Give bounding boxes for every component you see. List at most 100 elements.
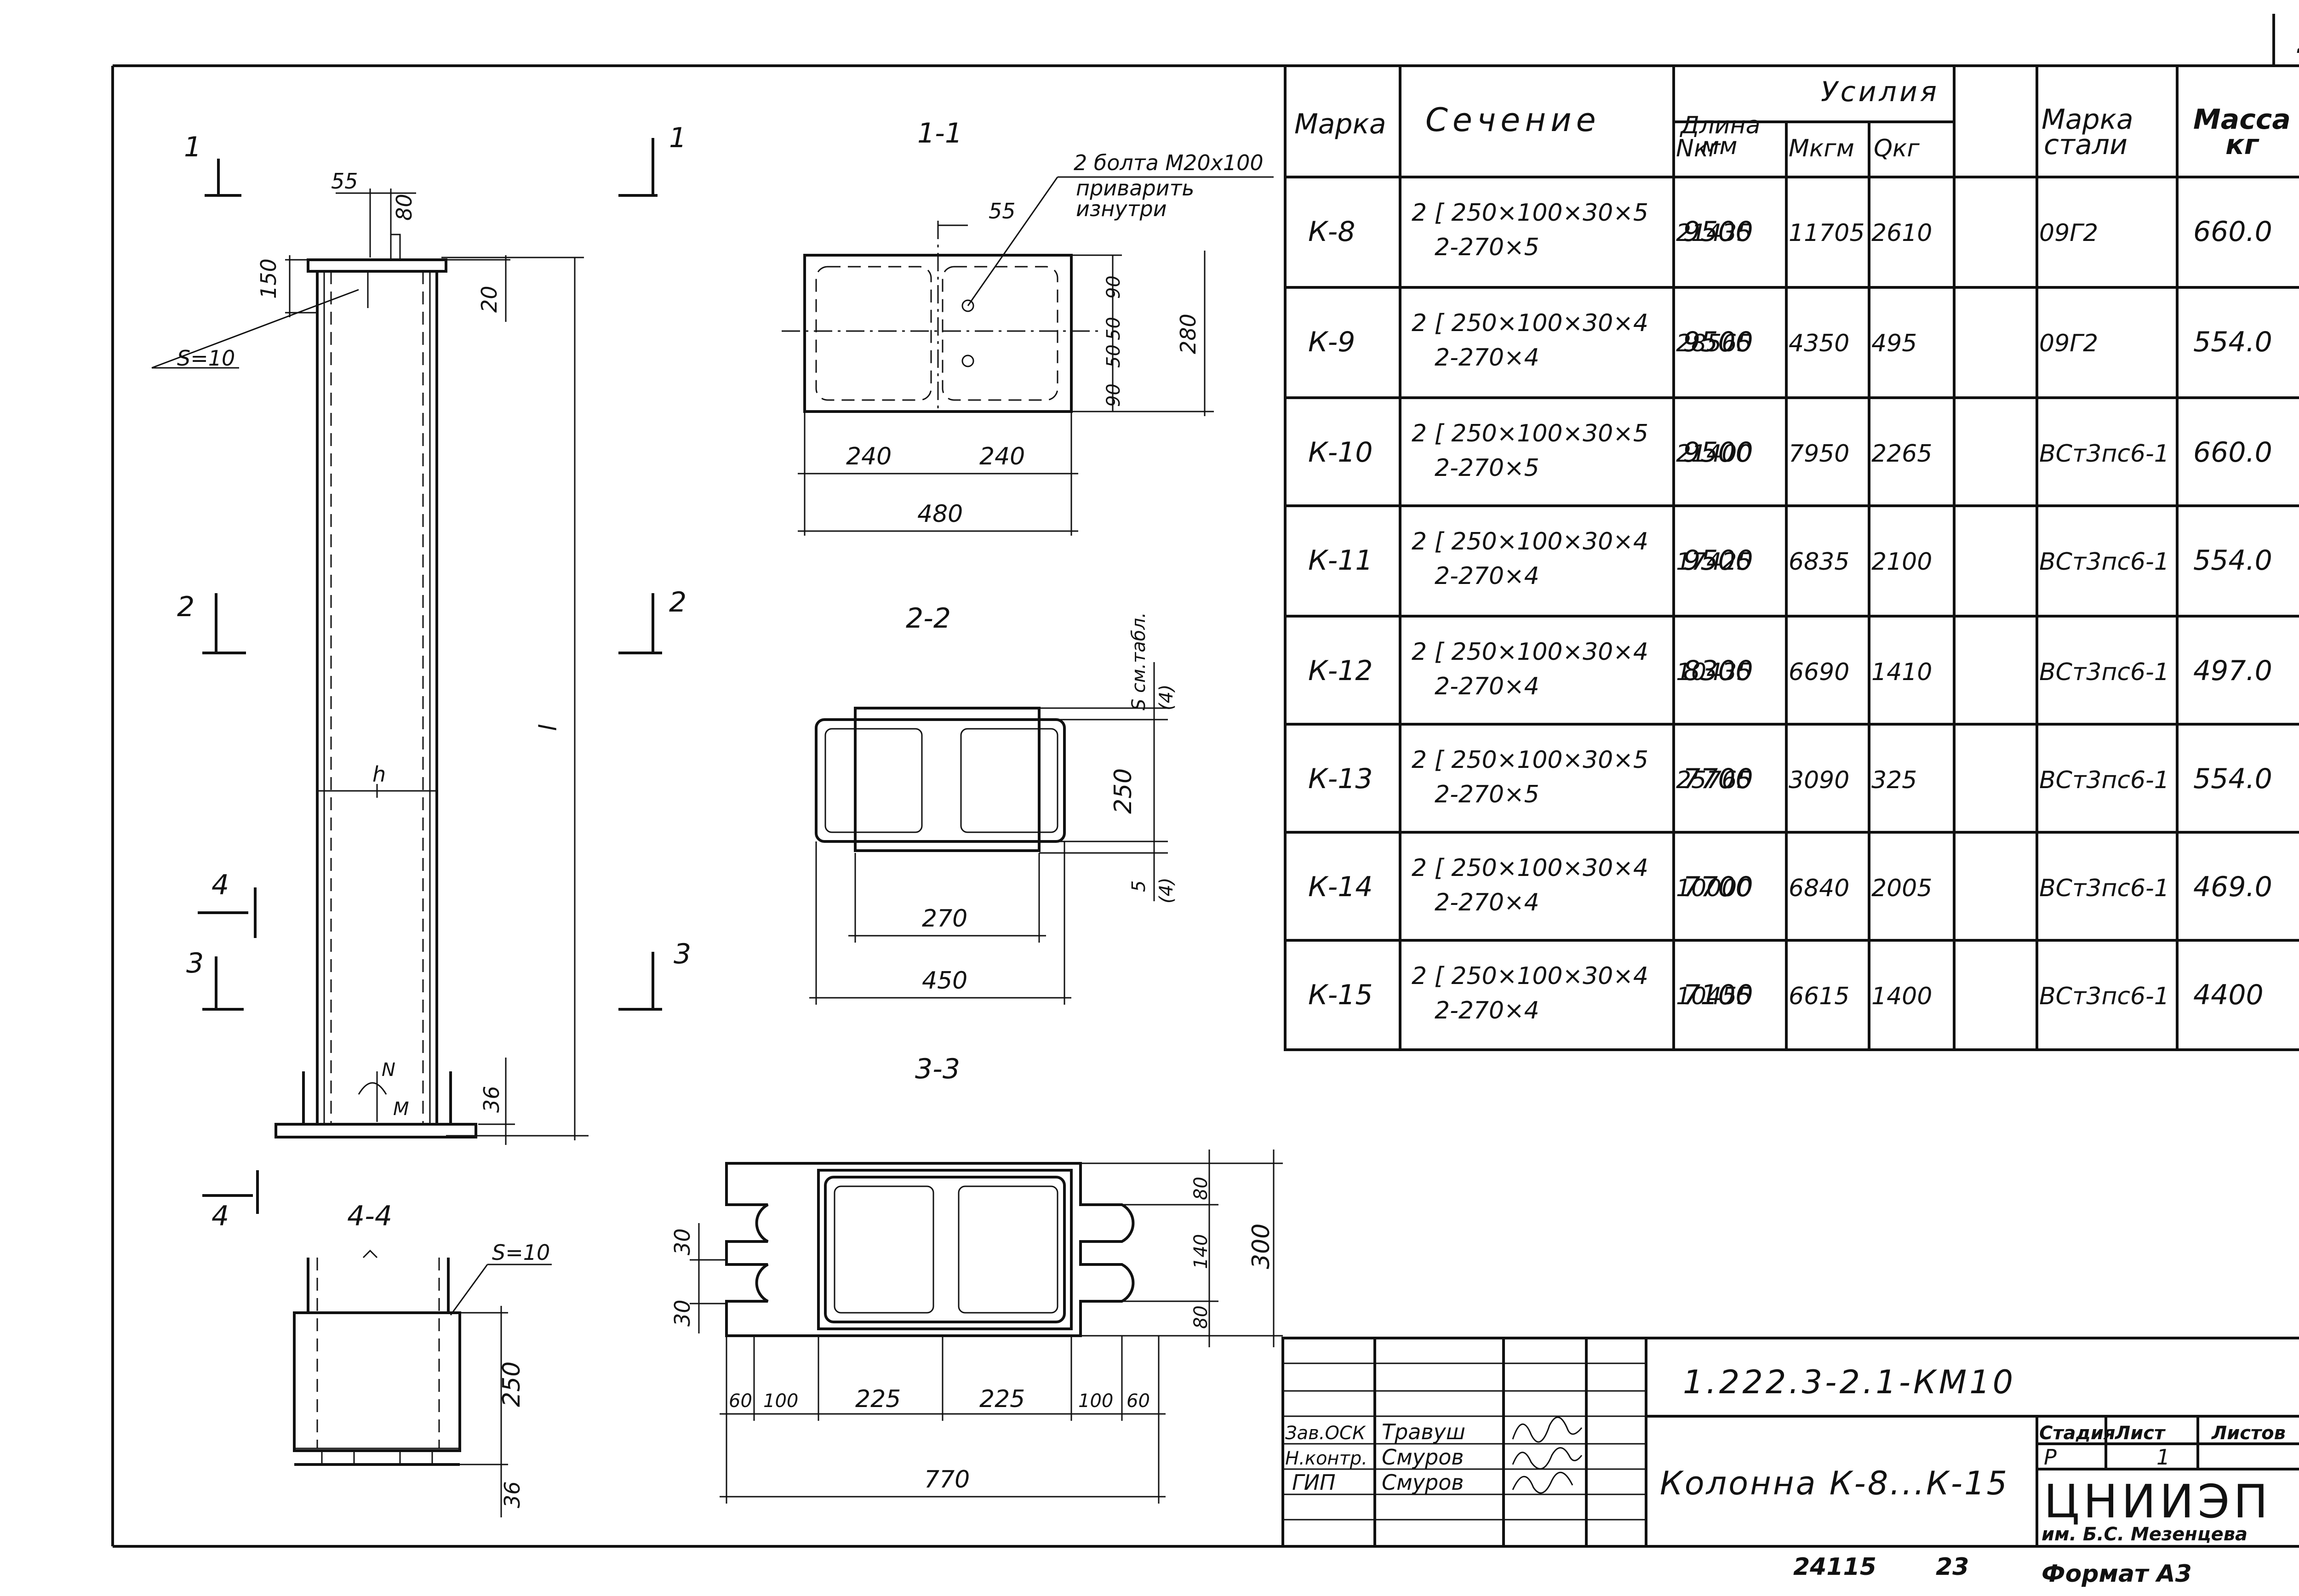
- cell-n: 10455: [1676, 983, 1752, 1010]
- cell-q: 325: [1871, 767, 1917, 794]
- dim-80b-sec33: 80: [1190, 1305, 1212, 1329]
- dim-90a-sec11: 90: [1103, 275, 1124, 299]
- org-sub: им. Б.С. Мезенцева: [2042, 1524, 2248, 1545]
- th-massa-unit: кг: [2225, 129, 2259, 161]
- cell-q: 2005: [1871, 875, 1932, 902]
- th-m: Мкгм: [1789, 135, 1854, 162]
- th-marka-stali-2: стали: [2044, 129, 2127, 161]
- cell-steel: ВСт3пс6-1: [2039, 548, 2169, 576]
- label-h: h: [372, 762, 386, 787]
- section-4-4: 4-4 250 36 S=10: [293, 1200, 552, 1517]
- org-name: ЦНИИЭП: [2044, 1475, 2271, 1528]
- cell-length: 7700: [1683, 763, 1753, 795]
- cell-mass: 554.0: [2193, 326, 2272, 358]
- cell-n: 25765: [1676, 767, 1752, 794]
- cell-mark: К-13: [1308, 763, 1373, 795]
- sheet-footer: 24115 23 Формат А3: [1793, 1553, 2192, 1588]
- dim-100a-sec33: 100: [763, 1390, 798, 1412]
- dim-30b-sec33: 30: [670, 1299, 695, 1327]
- th-dlina: Длина: [1680, 112, 1761, 139]
- doc-code: 1.222.3-2.1-КМ10: [1683, 1363, 2016, 1401]
- cut-3-left: 3: [186, 947, 204, 979]
- cell-n: 21435: [1676, 219, 1752, 247]
- section-1-1-title: 1-1: [917, 117, 962, 149]
- cell-steel: ВСт3пс6-1: [2039, 658, 2169, 686]
- columns-table: Марка Сечение Длина мм Усилия Nкг Мкгм Q…: [1284, 64, 2299, 1051]
- cell-mass: 660.0: [2193, 216, 2272, 248]
- cell-q: 1410: [1871, 658, 1932, 686]
- cell-mass: 469.0: [2193, 871, 2272, 903]
- dim-150-elev: 150: [256, 258, 281, 299]
- cell-section-1: 2 [ 250×100×30×4: [1412, 638, 1648, 666]
- cell-n: 10000: [1676, 875, 1752, 902]
- dim-50a-sec11: 50: [1103, 317, 1124, 340]
- drawing-title: Колонна К-8...К-15: [1660, 1464, 2009, 1502]
- bolt-note-2: приварить: [1076, 176, 1194, 200]
- dim-20-elev: 20: [477, 286, 502, 313]
- dim-250-sec22: 250: [1109, 768, 1137, 814]
- cell-length: 9500: [1683, 544, 1753, 577]
- cell-mark: К-10: [1308, 436, 1373, 469]
- cell-section-1: 2 [ 250×100×30×5: [1412, 199, 1648, 227]
- cell-m: 4350: [1789, 330, 1849, 357]
- cell-steel: 09Г2: [2039, 219, 2098, 247]
- th-n: Nкг: [1676, 135, 1721, 162]
- dim-36-sec44: 36: [500, 1481, 525, 1508]
- cell-n: 10435: [1676, 658, 1752, 686]
- cut-4-upper: 4: [212, 869, 229, 901]
- cell-section-2: 2-270×5: [1435, 454, 1539, 482]
- column-elevation: 55 80 150 20 36 l h N M S=10: [151, 169, 589, 1145]
- th-marka: Марка: [1294, 108, 1386, 140]
- cell-m: 6840: [1789, 875, 1849, 902]
- name-1: Травуш: [1382, 1419, 1465, 1444]
- section-4-4-title: 4-4: [347, 1200, 392, 1232]
- cell-length: 9500: [1683, 326, 1753, 358]
- cell-steel: 09Г2: [2039, 330, 2098, 357]
- cell-mark: К-8: [1308, 216, 1355, 248]
- cell-section-2: 2-270×4: [1435, 344, 1539, 372]
- cut-1-right: 1: [669, 122, 686, 154]
- dim-250-sec44: 250: [498, 1361, 526, 1407]
- cut-2-left: 2: [177, 591, 194, 623]
- cell-mass: 660.0: [2193, 436, 2272, 469]
- cell-m: 3090: [1789, 767, 1849, 794]
- footer-format: Формат А3: [2042, 1560, 2192, 1588]
- th-sechenie: Сечение: [1425, 101, 1601, 139]
- dim-240b-sec11: 240: [979, 443, 1025, 470]
- signature-2: [1512, 1447, 1583, 1470]
- label-N: N: [382, 1059, 395, 1081]
- role-3: ГИП: [1292, 1470, 1336, 1495]
- dim-4-sec22: (4): [1156, 877, 1177, 904]
- cell-q: 495: [1871, 330, 1917, 357]
- cell-section-1: 2 [ 250×100×30×4: [1412, 528, 1648, 555]
- cut-4-lower: 4: [212, 1200, 229, 1232]
- s-note-sec22: S см.табл.: [1128, 612, 1150, 710]
- cell-length: 7700: [1683, 871, 1753, 903]
- cell-mark: К-11: [1308, 544, 1373, 577]
- th-usiliya: Усилия: [1821, 76, 1939, 108]
- cell-q: 1400: [1871, 983, 1932, 1010]
- dim-140-sec33: 140: [1190, 1234, 1212, 1269]
- dim-60b-sec33: 60: [1127, 1390, 1150, 1412]
- dim-80-elev: 80: [392, 194, 417, 221]
- th-marka-stali: Марка: [2042, 103, 2133, 136]
- cell-section-2: 2-270×5: [1435, 234, 1539, 261]
- cell-section-1: 2 [ 250×100×30×5: [1412, 420, 1648, 447]
- cut-3-right: 3: [674, 938, 691, 970]
- signature-3: [1512, 1471, 1573, 1494]
- cell-m: 6690: [1789, 658, 1849, 686]
- stage-label: Стадия: [2039, 1423, 2116, 1444]
- dim-80a-sec33: 80: [1190, 1177, 1212, 1200]
- cell-section-2: 2-270×4: [1435, 673, 1539, 700]
- cell-length: 8300: [1683, 655, 1753, 687]
- cell-mark: К-15: [1308, 979, 1373, 1011]
- dim-225b-sec33: 225: [979, 1385, 1025, 1413]
- dim-30a-sec33: 30: [670, 1228, 695, 1255]
- cell-q: 2610: [1871, 219, 1932, 247]
- cell-length: 9500: [1683, 216, 1753, 248]
- dim-50b-sec11: 50: [1103, 344, 1124, 368]
- cell-steel: ВСт3пс6-1: [2039, 767, 2169, 794]
- bolt-note-3: изнутри: [1076, 196, 1167, 221]
